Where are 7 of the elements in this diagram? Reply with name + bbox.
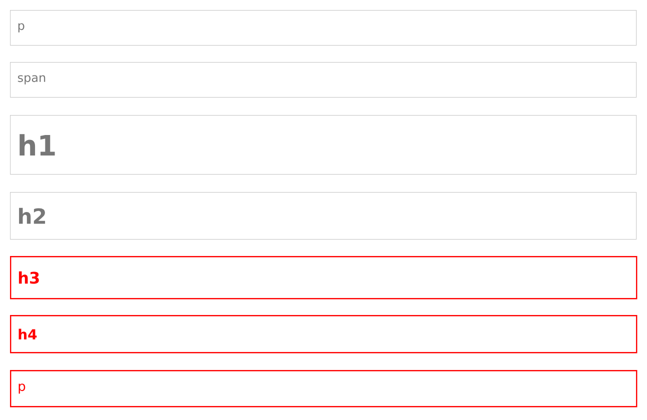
text-box: h3 bbox=[10, 256, 638, 300]
text-box: p bbox=[10, 370, 638, 408]
text-box: p bbox=[10, 10, 637, 46]
text-box: h1 bbox=[10, 115, 637, 175]
text-box: h4 bbox=[10, 315, 638, 354]
text-box: span bbox=[10, 62, 637, 98]
text-box: h2 bbox=[10, 192, 637, 240]
